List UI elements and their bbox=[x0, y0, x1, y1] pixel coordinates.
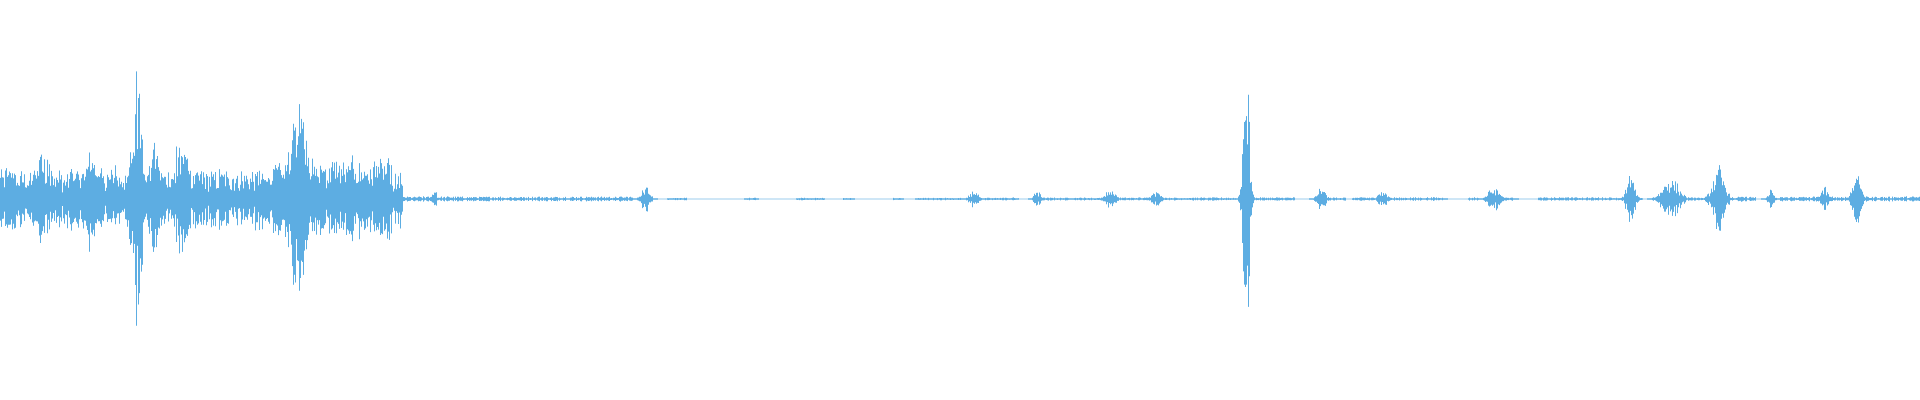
waveform-bars bbox=[0, 71, 1920, 326]
